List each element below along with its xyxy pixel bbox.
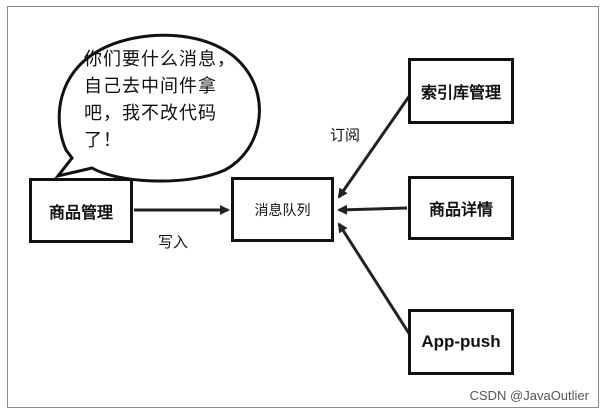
edge-label-subscribe: 订阅 [330, 126, 361, 144]
node-message-queue: 消息队列 [231, 177, 334, 242]
edge-goods-detail-to-mq [337, 204, 408, 215]
edge-label-write: 写入 [158, 233, 189, 251]
node-app-push: App-push [408, 309, 514, 375]
edge-index-mgmt-to-mq [337, 94, 412, 199]
node-index-mgmt: 索引库管理 [408, 58, 514, 124]
bubble-text: 你们要什么消息，自己去中间件拿吧，我不改代码了！ [84, 49, 236, 151]
edge-app-push-to-mq [337, 222, 412, 336]
watermark: CSDN @JavaOutlier [469, 388, 589, 403]
speech-bubble [54, 33, 261, 183]
diagram-frame [7, 6, 599, 408]
node-goods-mgmt: 商品管理 [29, 178, 133, 243]
node-goods-detail: 商品详情 [408, 176, 514, 240]
